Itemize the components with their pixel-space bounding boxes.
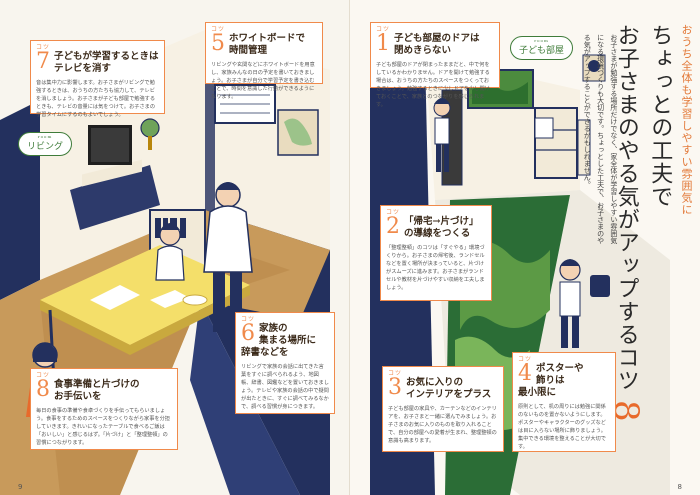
tip-title: お気に入りの インテリアをプラス bbox=[406, 377, 492, 400]
tip-body: 子ども部屋のドアが閉まったままだと、中で何をしているかわかりません。ドアを開けて… bbox=[376, 61, 490, 109]
tip-body: 「整理整頓」のコツは「すぐやる」環境づくりから。お子さまの帰宅後、ランドセルなど… bbox=[386, 244, 485, 292]
headline-line-2: お子さまのやる気がアップするコツ bbox=[613, 24, 639, 392]
page-number-left: 9 bbox=[18, 483, 23, 491]
tip-number: 4 bbox=[518, 361, 532, 386]
tip-5: コツ 5 ホワイトボードで 時間管理 リビングや玄関などにホワイトボードを用意し… bbox=[205, 22, 323, 100]
tip-body: リビングで家族の会話に出てきた言葉をすぐに調べられるよう、地図帳、辞書、図鑑など… bbox=[241, 363, 329, 410]
kicker: おうち全体も学習しやすい雰囲気に bbox=[680, 24, 693, 216]
tip-7: コツ 7 子どもが学習するときは テレビを消す 音は集中力に影響します。お子さま… bbox=[30, 40, 165, 118]
tip-1: コツ 1 子ども部屋のドアは 閉めきらない 子ども部屋のドアが閉まったままだと、… bbox=[370, 22, 500, 108]
tip-title: ポスターや 飾りは 最小限に bbox=[518, 363, 584, 398]
tip-title: 子どもが学習するときは テレビを消す bbox=[54, 51, 159, 74]
tip-title: 「帰宅→片づけ」 の導線をつくる bbox=[404, 216, 479, 239]
tip-8: コツ 8 食事準備と片づけの お手伝いを 毎日の食事の準備や食卓づくりを手伝って… bbox=[30, 368, 178, 450]
tip-title: ホワイトボードで 時間管理 bbox=[229, 33, 306, 56]
tip-number: 1 bbox=[376, 31, 390, 56]
standing-child bbox=[559, 259, 581, 348]
tip-body: リビングや玄関などにホワイトボードを用意し、家族みんなの日の予定を書いておきまし… bbox=[211, 61, 315, 100]
tip-number: 2 bbox=[386, 214, 400, 239]
tip-3: コツ 3 お気に入りの インテリアをプラス 子ども部屋の家具や、カーテンなどのイ… bbox=[382, 366, 504, 452]
tip-body: 原則として、机の周りには勉強に関係のないものを置かないようにします。ポスターやキ… bbox=[518, 403, 606, 450]
page-title: ちょっとの工夫で お子さまのやる気がアップするコツ 8 bbox=[605, 24, 672, 423]
tip-2: コツ 2 「帰宅→片づけ」 の導線をつくる 「整理整頓」のコツは「すぐやる」環境… bbox=[380, 205, 492, 301]
tip-body: 子ども部屋の家具や、カーテンなどのインテリアを、お子さまと一緒に選んでみましょう… bbox=[388, 405, 497, 444]
room-label-living: room リビング bbox=[18, 132, 73, 156]
room-label-kids-room: room 子ども部屋 bbox=[510, 36, 574, 60]
tip-number: 3 bbox=[388, 375, 402, 400]
tip-4: コツ 4 ポスターや 飾りは 最小限に 原則として、机の周りには勉強に関係のない… bbox=[512, 352, 616, 452]
headline-line-1: ちょっとの工夫で bbox=[647, 24, 673, 208]
lead-paragraph: お子さまが勉強する場所だけでなく、家全体が学習しやすい雰囲気になる環境づくりも大… bbox=[583, 34, 618, 244]
tip-title: 食事準備と片づけの お手伝いを bbox=[54, 379, 140, 402]
tip-title: 子ども部屋のドアは 閉めきらない bbox=[394, 33, 480, 56]
page-number-right: 8 bbox=[677, 483, 682, 491]
tip-number: 7 bbox=[36, 49, 50, 74]
tip-number: 8 bbox=[36, 377, 50, 402]
tip-body: 毎日の食事の準備や食卓づくりを手伝ってもらいましょう。食事をするためのスペースを… bbox=[36, 407, 170, 446]
tip-number: 5 bbox=[211, 31, 225, 56]
kid-in-doorway bbox=[433, 98, 451, 172]
tip-6: コツ 6 家族の 集まる場所に 辞書などを リビングで家族の会話に出てきた言葉を… bbox=[235, 312, 335, 414]
left-page: room リビング コツ 7 子どもが学習するときは テレビを消す 音は集中力に… bbox=[0, 22, 335, 495]
tip-number: 6 bbox=[241, 321, 255, 346]
tip-body: 音は集中力に影響します。お子さまがリビングで勉強するときは、おうちの方たちも協力… bbox=[36, 79, 156, 118]
tip-title: 家族の 集まる場所に 辞書などを bbox=[241, 323, 317, 358]
child-figure bbox=[155, 223, 185, 281]
right-page: room 子ども部屋 おうち全体も学習しやすい雰囲気に ちょっとの工夫で お子さ… bbox=[350, 0, 700, 495]
